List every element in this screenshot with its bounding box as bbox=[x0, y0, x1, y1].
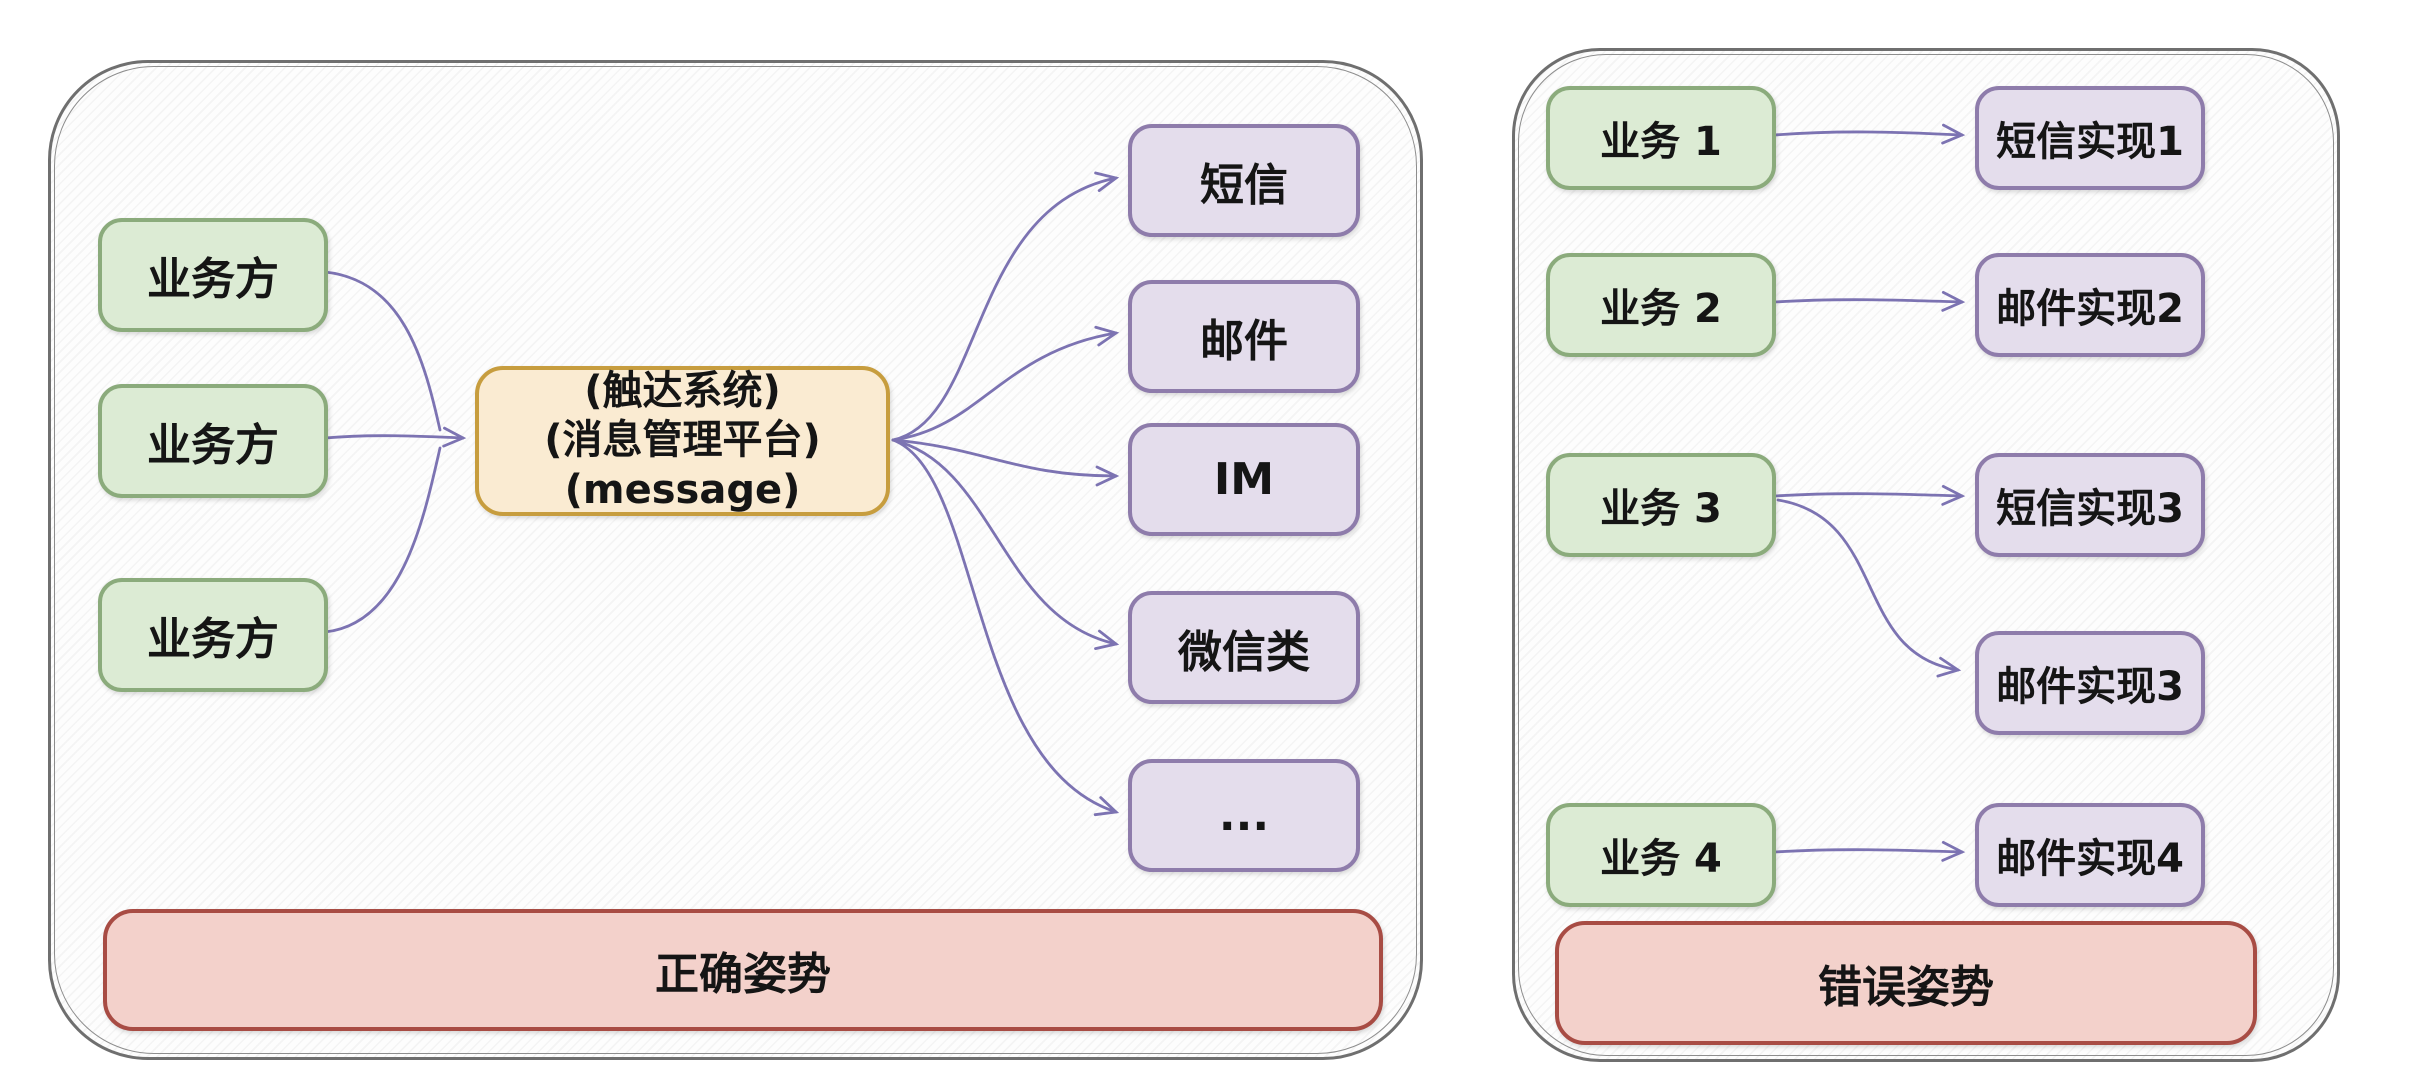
hub-box-message-platform: (触达系统) (消息管理平台) (message) bbox=[475, 366, 890, 516]
impl-label: 邮件实现3 bbox=[1996, 664, 2184, 710]
source-label: 业务方 bbox=[147, 254, 279, 305]
channel-box-im: IM bbox=[1128, 423, 1360, 536]
channel-box-wechat: 微信类 bbox=[1128, 591, 1360, 704]
impl-label: 邮件实现4 bbox=[1996, 836, 2184, 882]
impl-box-mail-2: 邮件实现2 bbox=[1975, 253, 2205, 357]
source-label: 业务方 bbox=[147, 420, 279, 471]
impl-label: 短信实现3 bbox=[1996, 486, 2184, 532]
business-box-4: 业务 4 bbox=[1546, 803, 1776, 907]
business-label: 业务 3 bbox=[1600, 486, 1722, 532]
caption-correct-posture: 正确姿势 bbox=[103, 909, 1383, 1031]
channel-label: 微信类 bbox=[1178, 626, 1310, 678]
channel-label: 短信 bbox=[1200, 159, 1288, 211]
channel-box-more: ... bbox=[1128, 759, 1360, 872]
panel-wrong: 业务 1 业务 2 业务 3 业务 4 短信实现1 邮件实现2 短信实现3 邮件… bbox=[1512, 48, 2340, 1062]
business-box-1: 业务 1 bbox=[1546, 86, 1776, 190]
caption-wrong-posture: 错误姿势 bbox=[1555, 921, 2257, 1045]
business-label: 业务 4 bbox=[1600, 836, 1722, 882]
business-box-2: 业务 2 bbox=[1546, 253, 1776, 357]
source-label: 业务方 bbox=[147, 614, 279, 665]
caption-label: 正确姿势 bbox=[655, 949, 831, 1000]
business-label: 业务 2 bbox=[1600, 286, 1722, 332]
channel-label: ... bbox=[1218, 790, 1270, 841]
caption-label: 错误姿势 bbox=[1818, 962, 1994, 1013]
channel-label: 邮件 bbox=[1200, 315, 1288, 367]
impl-box-mail-3: 邮件实现3 bbox=[1975, 631, 2205, 735]
hub-line-1: (触达系统) bbox=[584, 367, 781, 414]
source-box-1: 业务方 bbox=[98, 218, 328, 332]
impl-label: 短信实现1 bbox=[1996, 119, 2184, 165]
hub-line-3: (message) bbox=[564, 466, 801, 513]
impl-box-sms-1: 短信实现1 bbox=[1975, 86, 2205, 190]
business-label: 业务 1 bbox=[1600, 119, 1722, 165]
impl-box-mail-4: 邮件实现4 bbox=[1975, 803, 2205, 907]
source-box-2: 业务方 bbox=[98, 384, 328, 498]
source-box-3: 业务方 bbox=[98, 578, 328, 692]
channel-label: IM bbox=[1213, 454, 1275, 505]
channel-box-sms: 短信 bbox=[1128, 124, 1360, 237]
impl-box-sms-3: 短信实现3 bbox=[1975, 453, 2205, 557]
business-box-3: 业务 3 bbox=[1546, 453, 1776, 557]
channel-box-mail: 邮件 bbox=[1128, 280, 1360, 393]
hub-line-2: (消息管理平台) bbox=[544, 417, 821, 464]
panel-correct: 业务方 业务方 业务方 (触达系统) (消息管理平台) (message) 短信… bbox=[48, 60, 1423, 1060]
impl-label: 邮件实现2 bbox=[1996, 286, 2184, 332]
